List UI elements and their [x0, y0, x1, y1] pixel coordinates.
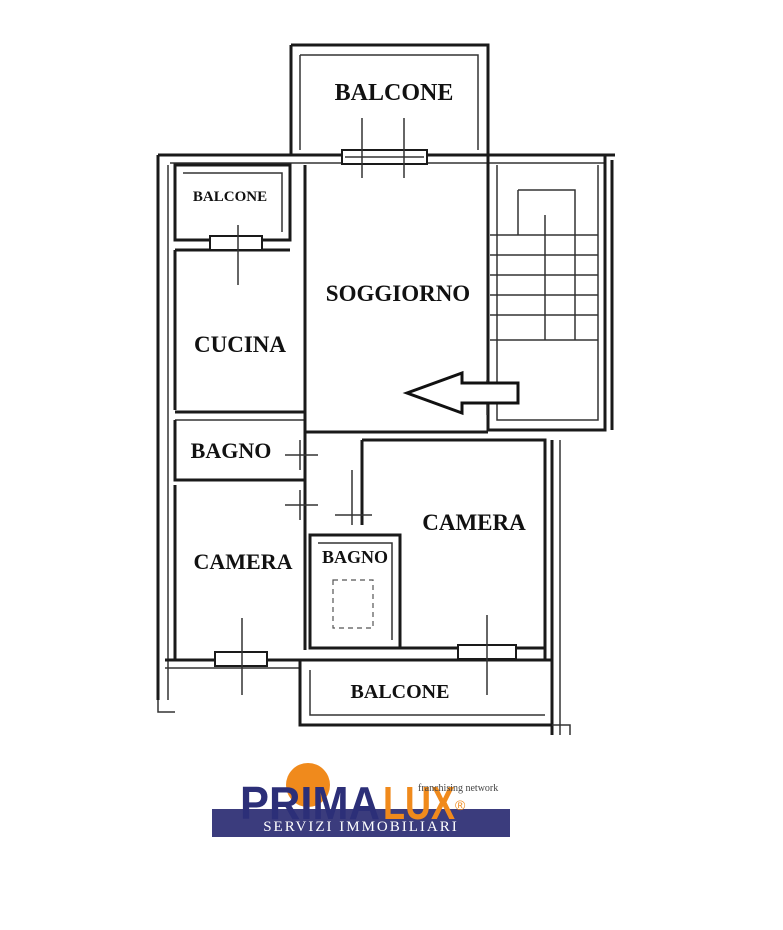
primalux-logo: PRIMA LUX ® franchising network SERVIZI … [212, 763, 510, 837]
sun-icon [286, 763, 330, 807]
logo-brand-prima: PRIMA [240, 777, 380, 829]
entrance-arrow-icon [402, 370, 520, 416]
room-label-bagno-left: BAGNO [191, 438, 272, 463]
room-label-balcone-bottom: BALCONE [351, 681, 450, 703]
room-label-soggiorno: SOGGIORNO [326, 281, 470, 306]
logo-network: franchising network [418, 783, 498, 794]
room-label-cucina: CUCINA [194, 332, 286, 357]
logo-registered: ® [455, 797, 466, 813]
room-label-bagno-center: BAGNO [322, 547, 388, 567]
room-label-balcone-top: BALCONE [335, 80, 454, 106]
room-label-balcone-small: BALCONE [193, 189, 267, 205]
walls [156, 43, 615, 735]
openings [209, 118, 517, 695]
logo-band [212, 809, 510, 837]
room-label-camera-left: CAMERA [194, 549, 293, 574]
logo-brand-lux: LUX [383, 777, 455, 829]
logo-subtitle: SERVIZI IMMOBILIARI [263, 819, 459, 835]
room-label-camera-right: CAMERA [422, 510, 526, 535]
